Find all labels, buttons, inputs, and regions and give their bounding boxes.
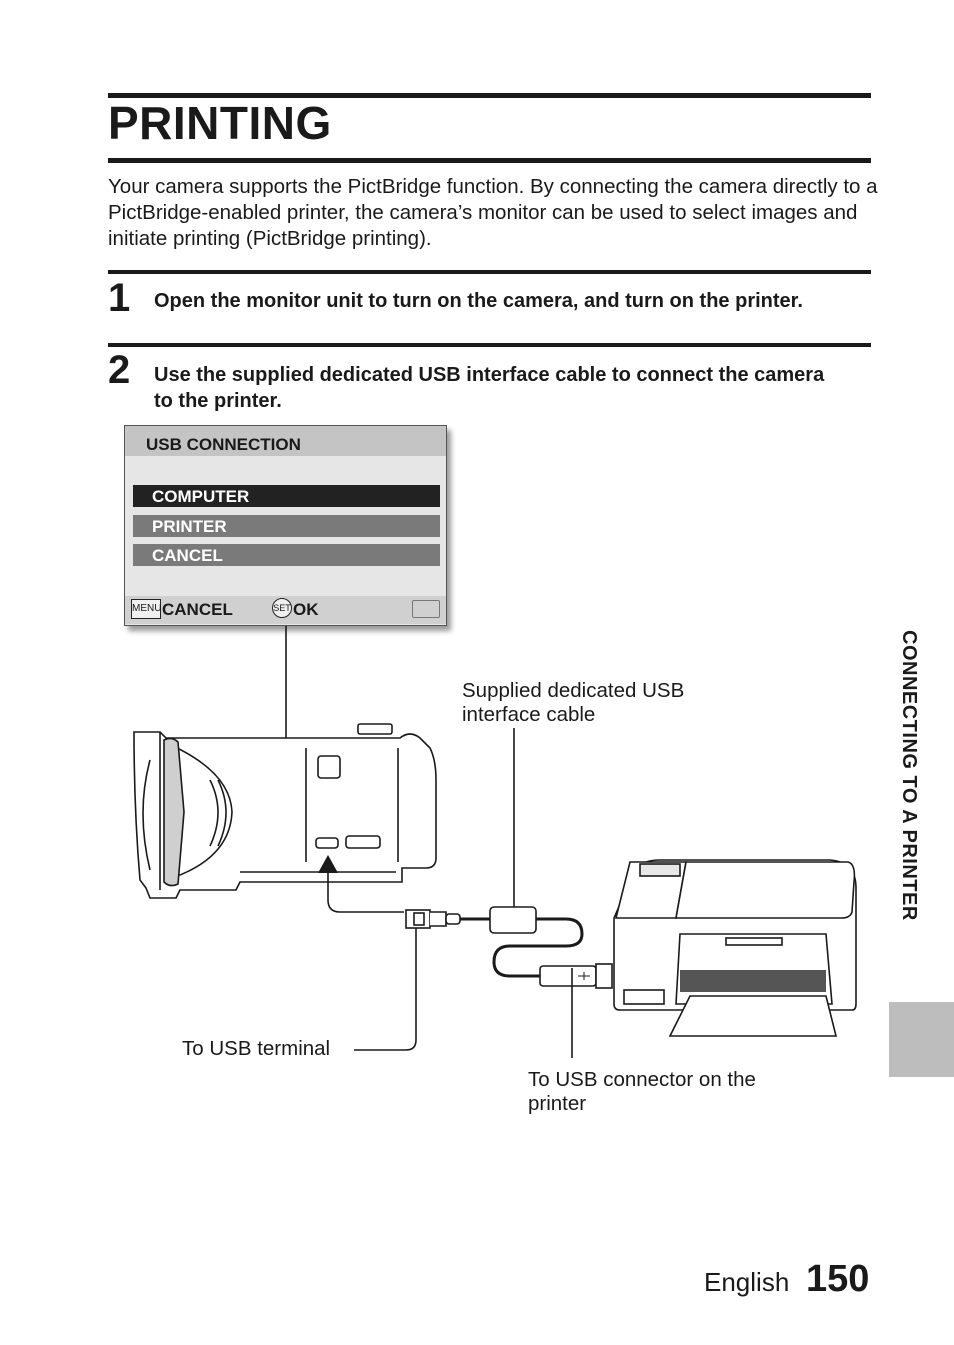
title-top-rule <box>108 93 871 98</box>
footer-cancel-text: CANCEL <box>162 600 233 619</box>
title-bottom-rule <box>108 158 871 163</box>
usb-connection-screen: USB CONNECTION COMPUTER PRINTER CANCEL M… <box>124 425 447 626</box>
option-printer[interactable]: PRINTER <box>133 515 440 537</box>
set-button-icon: SET <box>272 598 292 618</box>
intro-paragraph: Your camera supports the PictBridge func… <box>108 175 878 250</box>
option-cancel-label: CANCEL <box>152 546 223 565</box>
camera-illustration <box>133 723 437 899</box>
page-title: PRINTING <box>108 97 332 149</box>
usb-connector-label: To USB connector on the printer <box>528 1068 756 1115</box>
screen-header: USB CONNECTION <box>125 426 446 456</box>
usb-cable <box>460 917 584 978</box>
battery-icon <box>412 600 440 618</box>
option-cancel[interactable]: CANCEL <box>133 544 440 566</box>
printer-illustration <box>613 859 857 1037</box>
menu-button-icon: MENU <box>131 599 161 619</box>
option-computer-label: COMPUTER <box>152 487 250 506</box>
usb-terminal-arrow <box>327 872 404 913</box>
step-1-number: 1 <box>108 276 131 320</box>
page-number: 150 <box>806 1258 870 1300</box>
step-1-text: Open the monitor unit to turn on the cam… <box>154 290 803 312</box>
side-tab-marker <box>889 1002 954 1077</box>
side-tab-text: CONNECTING TO A PRINTER <box>898 630 920 921</box>
option-printer-label: PRINTER <box>152 517 227 536</box>
footer-ok-text: OK <box>293 600 319 619</box>
option-computer[interactable]: COMPUTER <box>133 485 440 507</box>
step-2-rule <box>108 343 871 347</box>
usb-terminal-label: To USB terminal <box>182 1037 331 1060</box>
screen-header-text: USB CONNECTION <box>146 435 301 454</box>
step-1-rule <box>108 270 871 274</box>
step-2-number: 2 <box>108 348 131 392</box>
screen-footer: MENU CANCEL SET OK <box>125 596 446 624</box>
cable-label: Supplied dedicated USB interface cable <box>462 679 685 726</box>
footer-language: English <box>704 1267 790 1297</box>
step-2-text: Use the supplied dedicated USB interface… <box>154 364 825 412</box>
